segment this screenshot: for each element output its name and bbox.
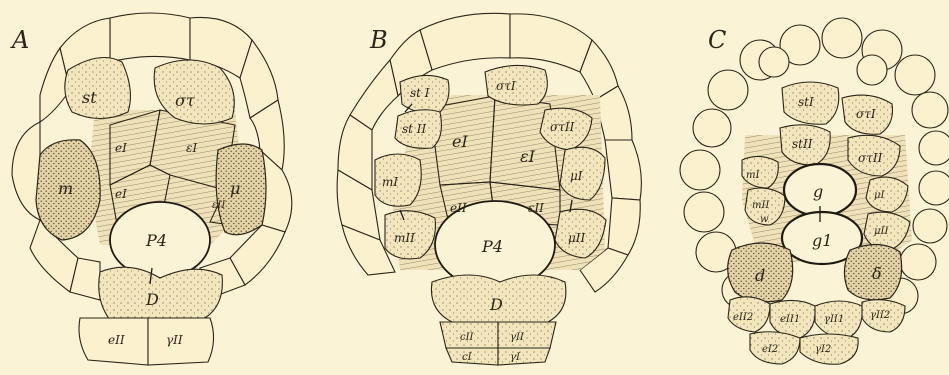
label-a-eII: eII — [108, 333, 125, 347]
label-a-p4: P4 — [145, 231, 167, 250]
label-c-eII1: eII1 — [780, 314, 800, 325]
label-b-gammaI: γI — [510, 352, 521, 363]
panel-a-cell-mu — [216, 144, 266, 235]
label-c-g1: g1 — [812, 231, 832, 250]
label-b-mI: mI — [382, 175, 398, 189]
label-c-muII: μII — [874, 226, 889, 237]
panel-c-letter: C — [708, 26, 726, 54]
label-c-eII2: eII2 — [733, 312, 753, 323]
label-a-sigma-tau: στ — [175, 91, 196, 110]
label-b-epsI: εI — [520, 147, 536, 166]
label-a-d: D — [145, 290, 159, 309]
label-c-gammaII1: γII1 — [824, 314, 844, 325]
label-a-epsI: εI — [186, 141, 197, 155]
panel-b-cell-gammaI — [498, 348, 550, 365]
label-b-muI: μI — [570, 169, 583, 183]
label-b-stII: st II — [402, 122, 427, 136]
label-a-mu: μ — [230, 179, 240, 198]
label-b-sigmaTauI: στI — [496, 79, 516, 93]
label-c-mI: mI — [746, 170, 760, 181]
label-c-muI: μI — [874, 190, 885, 201]
panel-a: A s — [10, 13, 292, 365]
label-c-eI2: eI2 — [762, 344, 778, 355]
label-b-eII: eII — [450, 201, 467, 215]
label-a-eI: eI — [115, 141, 127, 155]
panel-b-cell-cI — [446, 348, 498, 365]
panel-b-cell-sigmaTauI — [485, 65, 547, 105]
label-c-gammaI2: γI2 — [815, 344, 831, 355]
label-c-delta: δ — [872, 264, 882, 283]
label-b-epsII: εII — [528, 201, 544, 215]
label-c-g: g — [813, 182, 823, 201]
label-a-epsII: εII — [212, 200, 226, 211]
label-b-sigmaTauII: στII — [550, 120, 575, 134]
label-b-p4: P4 — [481, 237, 503, 256]
label-c-d: d — [755, 266, 765, 285]
label-c-sigmaTauI: στI — [856, 107, 876, 121]
label-b-eI: eI — [452, 132, 468, 151]
panel-c: C — [680, 18, 949, 364]
label-a-m: m — [58, 179, 73, 198]
label-b-muII: μII — [568, 231, 586, 245]
label-b-cI: cI — [462, 352, 473, 363]
panel-b-cell-gammaII — [498, 322, 556, 348]
label-c-stI: stI — [798, 95, 814, 109]
label-b-mII: mII — [394, 231, 415, 245]
label-b-cII: cII — [460, 332, 475, 343]
label-b-gammaII: γII — [510, 332, 525, 343]
panel-b-letter: B — [369, 26, 388, 54]
label-b-stI: st I — [410, 86, 430, 100]
label-b-d: D — [489, 295, 503, 314]
label-c-w: w — [760, 214, 769, 225]
label-a-gammaII: γII — [166, 333, 183, 347]
panel-a-letter: A — [10, 26, 29, 54]
label-a-eI-small: eI — [115, 187, 127, 201]
label-c-stII: stII — [792, 137, 813, 151]
panel-a-cell-st — [65, 58, 131, 119]
label-a-st: st — [82, 88, 97, 107]
label-c-gammaII2: γII2 — [870, 310, 890, 321]
label-c-mII: mII — [752, 200, 770, 211]
panel-b: B — [337, 13, 641, 365]
label-c-sigmaTauII: στII — [858, 151, 883, 165]
